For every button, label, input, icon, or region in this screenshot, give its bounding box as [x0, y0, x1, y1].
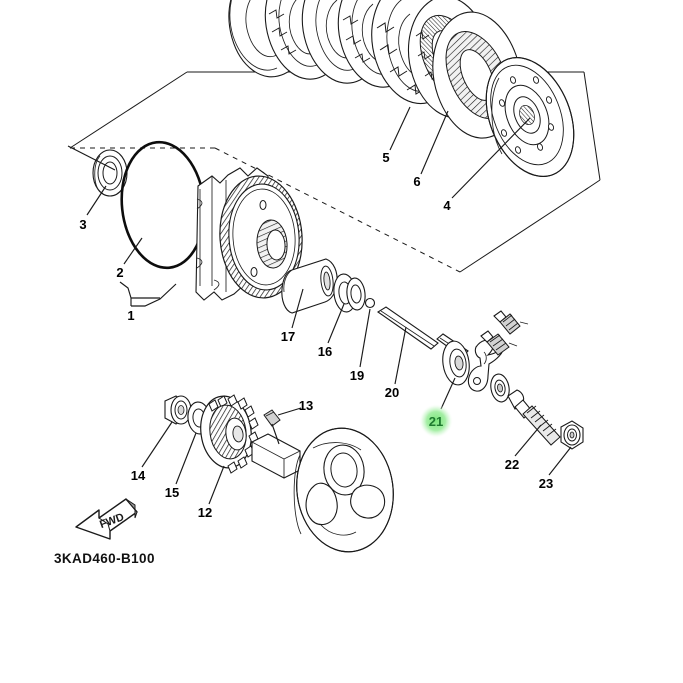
callout-3: 3	[79, 217, 86, 232]
part-number-label: 3KAD460-B100	[54, 551, 155, 566]
callout-4: 4	[443, 198, 451, 213]
callout-13: 13	[299, 398, 313, 413]
screw-upper	[493, 310, 529, 335]
clutch-housing-assembly-part-1	[195, 167, 303, 301]
crankshaft-web	[251, 427, 394, 553]
highlight-marker-21[interactable]	[419, 404, 453, 438]
ball-part-19	[364, 297, 376, 309]
clutch-plate-stack	[228, 0, 575, 177]
release-washer	[490, 373, 510, 403]
primary-drive-gear-part-12	[200, 394, 259, 474]
callout-19: 19	[350, 368, 364, 383]
friction-plate-4	[432, 11, 522, 139]
nut-part-14	[164, 395, 192, 425]
callout-20: 20	[385, 385, 399, 400]
callout-1: 1	[127, 308, 134, 323]
callout-23: 23	[539, 476, 553, 491]
callout-16: 16	[318, 344, 332, 359]
callout-15: 15	[165, 485, 179, 500]
callout-5: 5	[382, 150, 389, 165]
callout-22: 22	[505, 457, 519, 472]
clutch-pressure-plate	[485, 57, 575, 177]
small-screws-cluster	[480, 310, 529, 356]
push-rod-long-part-20	[377, 306, 439, 350]
callout-labels: 1 2 3 4 5 6 12 13 14 15 16 17 19 20 21 2…	[79, 150, 553, 520]
lock-nut-part-23	[560, 420, 584, 450]
callout-14: 14	[131, 468, 146, 483]
clutch-pushrod-bearing-part-21	[442, 340, 470, 386]
callout-6: 6	[413, 174, 420, 189]
callout-21-highlighted[interactable]: 21	[429, 414, 443, 429]
callout-12: 12	[198, 505, 212, 520]
screw-lower	[480, 330, 518, 356]
washer-part-16	[333, 273, 366, 313]
leader-lines	[67, 106, 572, 505]
spacer-collar-part-17	[281, 258, 338, 314]
callout-2: 2	[116, 265, 123, 280]
callout-17: 17	[281, 329, 295, 344]
